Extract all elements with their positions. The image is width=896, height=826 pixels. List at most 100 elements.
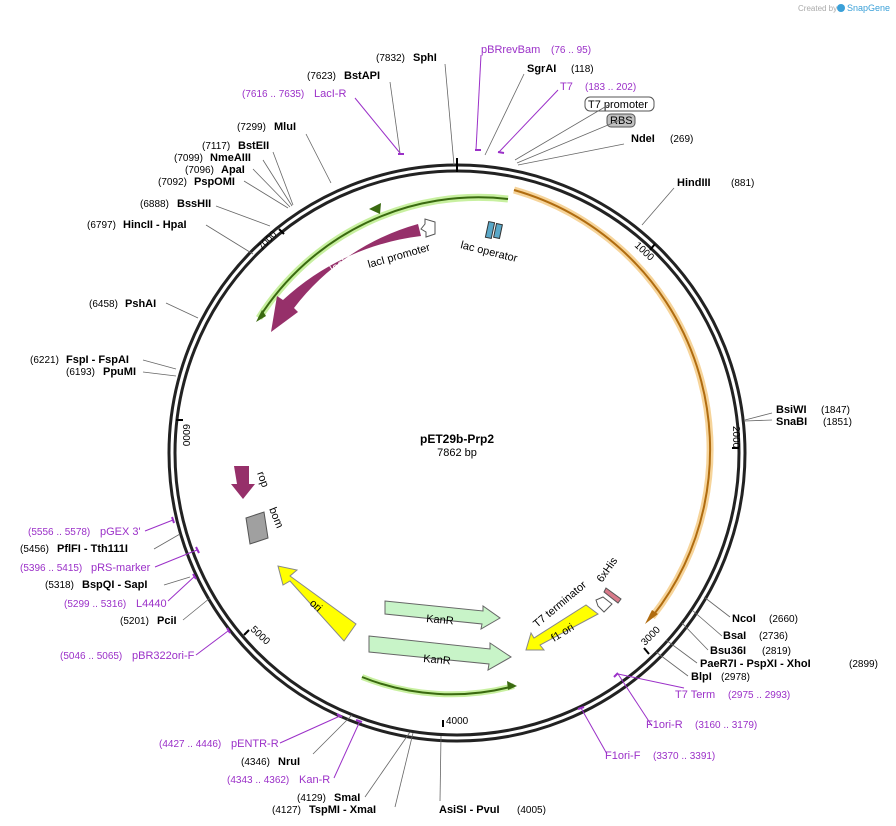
lac-operator-box-2 [493,222,503,240]
site-hindiii-pos: (881) [731,178,754,189]
primer-marks [171,149,619,723]
site-asisi-name[interactable]: AsiSI - PvuI [439,804,500,816]
tick-7000: 7000 [256,229,280,253]
site-ppumi-name[interactable]: PpuMI [103,366,136,378]
snapgene-logo-icon [837,4,845,12]
primer-labels: pBRrevBam (76 .. 95) T7 (183 .. 202) (76… [20,44,790,786]
site-smai-name[interactable]: SmaI [334,792,360,804]
site-ndei-name[interactable]: NdeI [631,133,655,145]
t7-promoter-label: T7 promoter [588,99,648,111]
site-apai-name[interactable]: ApaI [221,164,245,176]
site-bsshii-name[interactable]: BssHII [177,198,211,210]
primer-t7-pos: (183 .. 202) [585,82,636,93]
kanr-arrow-2 [368,635,512,671]
site-hincii-pos: (6797) [87,220,116,231]
site-sgrai-name[interactable]: SgrAI [527,63,556,75]
primer-f1orif-pos: (3370 .. 3391) [653,751,715,762]
site-fspi-name[interactable]: FspI - FspAI [66,354,129,366]
site-nrui-name[interactable]: NruI [278,756,300,768]
primer-prs-name[interactable]: pRS-marker [91,562,151,574]
site-bsiwi-name[interactable]: BsiWI [776,404,807,416]
laci-region-arrowhead [256,310,266,322]
site-ncoi-pos: (2660) [769,614,798,625]
site-ppumi-pos: (6193) [66,367,95,378]
laci-label: lacI [328,256,349,276]
site-sgrai-pos: (118) [571,64,594,75]
primer-f1orif-name[interactable]: F1ori-F [605,750,641,762]
primer-laci-r-name[interactable]: LacI-R [314,88,346,100]
tick-6000: 6000 [180,424,191,447]
primer-t7-name[interactable]: T7 [560,81,573,93]
t7-terminator-mark [595,596,613,613]
orf-arrowhead [645,610,658,624]
primer-l4440-pos: (5299 .. 5316) [64,599,126,610]
site-hindiii-name[interactable]: HindIII [677,177,711,189]
bom-label: bom [266,506,285,530]
primer-pentr-pos: (4427 .. 4446) [159,739,221,750]
primer-f1orir-name[interactable]: F1ori-R [646,719,683,731]
laci-promoter-label: lacI promoter [367,242,432,271]
site-leader-lines [142,63,773,808]
site-mlui-name[interactable]: MluI [274,121,296,133]
site-nmeaiii-name[interactable]: NmeAIII [210,152,251,164]
snapgene-brand: SnapGene [847,3,890,13]
primer-t7term-name[interactable]: T7 Term [675,689,715,701]
tick-marks [176,228,739,727]
site-bsu36i-name[interactable]: Bsu36I [710,645,746,657]
laci-gene-arrow [271,224,421,332]
site-asisi-pos: (4005) [517,805,546,816]
site-fspi-pos: (6221) [30,355,59,366]
orf-arc [513,189,712,618]
kanr-region-arc [361,676,515,696]
site-bstapi-name[interactable]: BstAPI [344,70,380,82]
primer-f1orir-pos: (3160 .. 3179) [695,720,757,731]
primer-l4440-name[interactable]: L4440 [136,598,167,610]
site-ndei-pos: (269) [670,134,693,145]
tick-2000: 2000 [730,426,741,449]
lac-operator-label: lac operator [459,239,519,265]
site-tspmi-name[interactable]: TspMI - XmaI [309,804,376,816]
laci-region-arc [258,196,509,319]
site-pspomi-pos: (7092) [158,177,187,188]
primer-prs-pos: (5396 .. 5415) [20,563,82,574]
primer-pgex3-pos: (5556 .. 5578) [28,527,90,538]
site-ncoi-name[interactable]: NcoI [732,613,756,625]
primer-pentr-name[interactable]: pENTR-R [231,738,279,750]
site-snabi-name[interactable]: SnaBI [776,416,807,428]
site-pspomi-name[interactable]: PspOMI [194,176,235,188]
site-hincii-name[interactable]: HincII - HpaI [123,219,187,231]
site-smai-pos: (4129) [297,793,326,804]
bom-region [245,511,269,545]
kanr-region-arrowhead [507,681,517,690]
site-paer7i-name[interactable]: PaeR7I - PspXI - XhoI [700,658,811,670]
site-bsu36i-pos: (2819) [762,646,791,657]
site-bspqi-pos: (5318) [45,580,74,591]
site-bsteii-pos: (7117) [202,141,230,152]
his-tag-label: 6xHis [595,555,621,585]
site-bsai-pos: (2736) [759,631,788,642]
laci-promoter-arrow [420,218,436,238]
site-sphi-name[interactable]: SphI [413,52,437,64]
site-nrui-pos: (4346) [241,757,270,768]
site-pflfi-pos: (5456) [20,544,49,555]
site-pshai-name[interactable]: PshAI [125,298,156,310]
site-blpi-name[interactable]: BlpI [691,671,712,683]
primer-pbr322-name[interactable]: pBR322ori-F [132,650,195,662]
site-bspqi-name[interactable]: BspQI - SapI [82,579,147,591]
site-bsteii-name[interactable]: BstEII [238,140,269,152]
site-mlui-pos: (7299) [237,122,266,133]
site-pflfi-name[interactable]: PflFI - Tth111I [57,543,128,555]
laci-promoter-arrowhead [369,203,381,214]
site-bsai-name[interactable]: BsaI [723,630,746,642]
primer-pgex3-name[interactable]: pGEX 3' [100,526,141,538]
primer-pbrrevbam-name[interactable]: pBRrevBam [481,44,540,56]
created-by-label: Created by [798,4,837,13]
kanr-arrow-1 [384,600,501,630]
primer-kanr-pos: (4343 .. 4362) [227,775,289,786]
site-pcii-name[interactable]: PciI [157,615,177,627]
primer-kanr-name[interactable]: Kan-R [299,774,330,786]
tick-4000: 4000 [446,716,469,727]
primer-laci-r-pos: (7616 .. 7635) [242,89,304,100]
primer-pbrrevbam-pos: (76 .. 95) [551,45,591,56]
